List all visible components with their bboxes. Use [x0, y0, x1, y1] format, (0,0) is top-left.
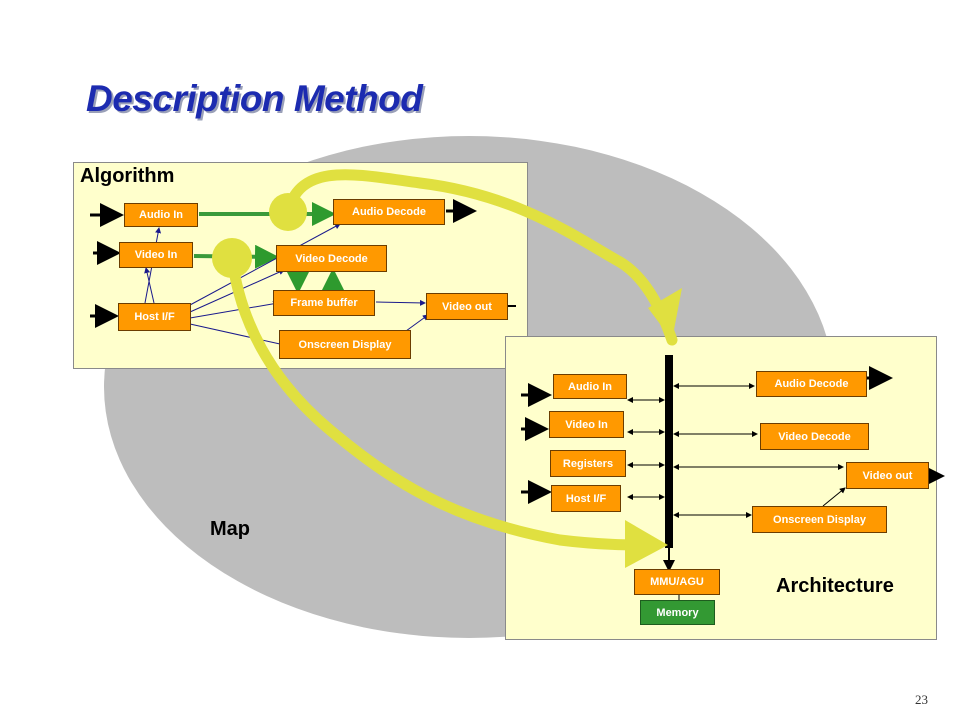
slide-title: Description Method [86, 78, 423, 119]
alg-video-decode-block: Video Decode [276, 245, 387, 272]
alg-video-in-block: Video In [119, 242, 193, 268]
arch-memory-block: Memory [640, 600, 715, 625]
algorithm-label: Algorithm [80, 165, 175, 187]
architecture-label: Architecture [776, 575, 894, 597]
upper-mapping-arrowhead [648, 288, 682, 340]
arch-audio-in-block: Audio In [553, 374, 627, 399]
alg-onscreen-display-block: Onscreen Display [279, 330, 411, 359]
arch-audio-decode-block: Audio Decode [756, 371, 867, 397]
arch-video-in-block: Video In [549, 411, 624, 438]
lower-mapping-curve [226, 252, 656, 551]
upper-mapping-source-dot [269, 193, 307, 231]
alg-video-out-block: Video out [426, 293, 508, 320]
arch-video-out-block: Video out [846, 462, 929, 489]
map-label: Map [210, 518, 250, 540]
arch-video-decode-block: Video Decode [760, 423, 869, 450]
alg-frame-buffer-block: Frame buffer [273, 290, 375, 316]
lower-mapping-arrowhead [625, 520, 668, 568]
lower-mapping-source-dot [212, 238, 252, 278]
arch-host-if-block: Host I/F [551, 485, 621, 512]
arch-registers-block: Registers [550, 450, 626, 477]
upper-mapping-curve [282, 169, 678, 346]
alg-host-if-block: Host I/F [118, 303, 191, 331]
alg-audio-in-block: Audio In [124, 203, 198, 227]
alg-audio-decode-block: Audio Decode [333, 199, 445, 225]
arch-onscreen-display-block: Onscreen Display [752, 506, 887, 533]
arch-mmu-agu-block: MMU/AGU [634, 569, 720, 595]
slide-number: 23 [915, 692, 928, 707]
